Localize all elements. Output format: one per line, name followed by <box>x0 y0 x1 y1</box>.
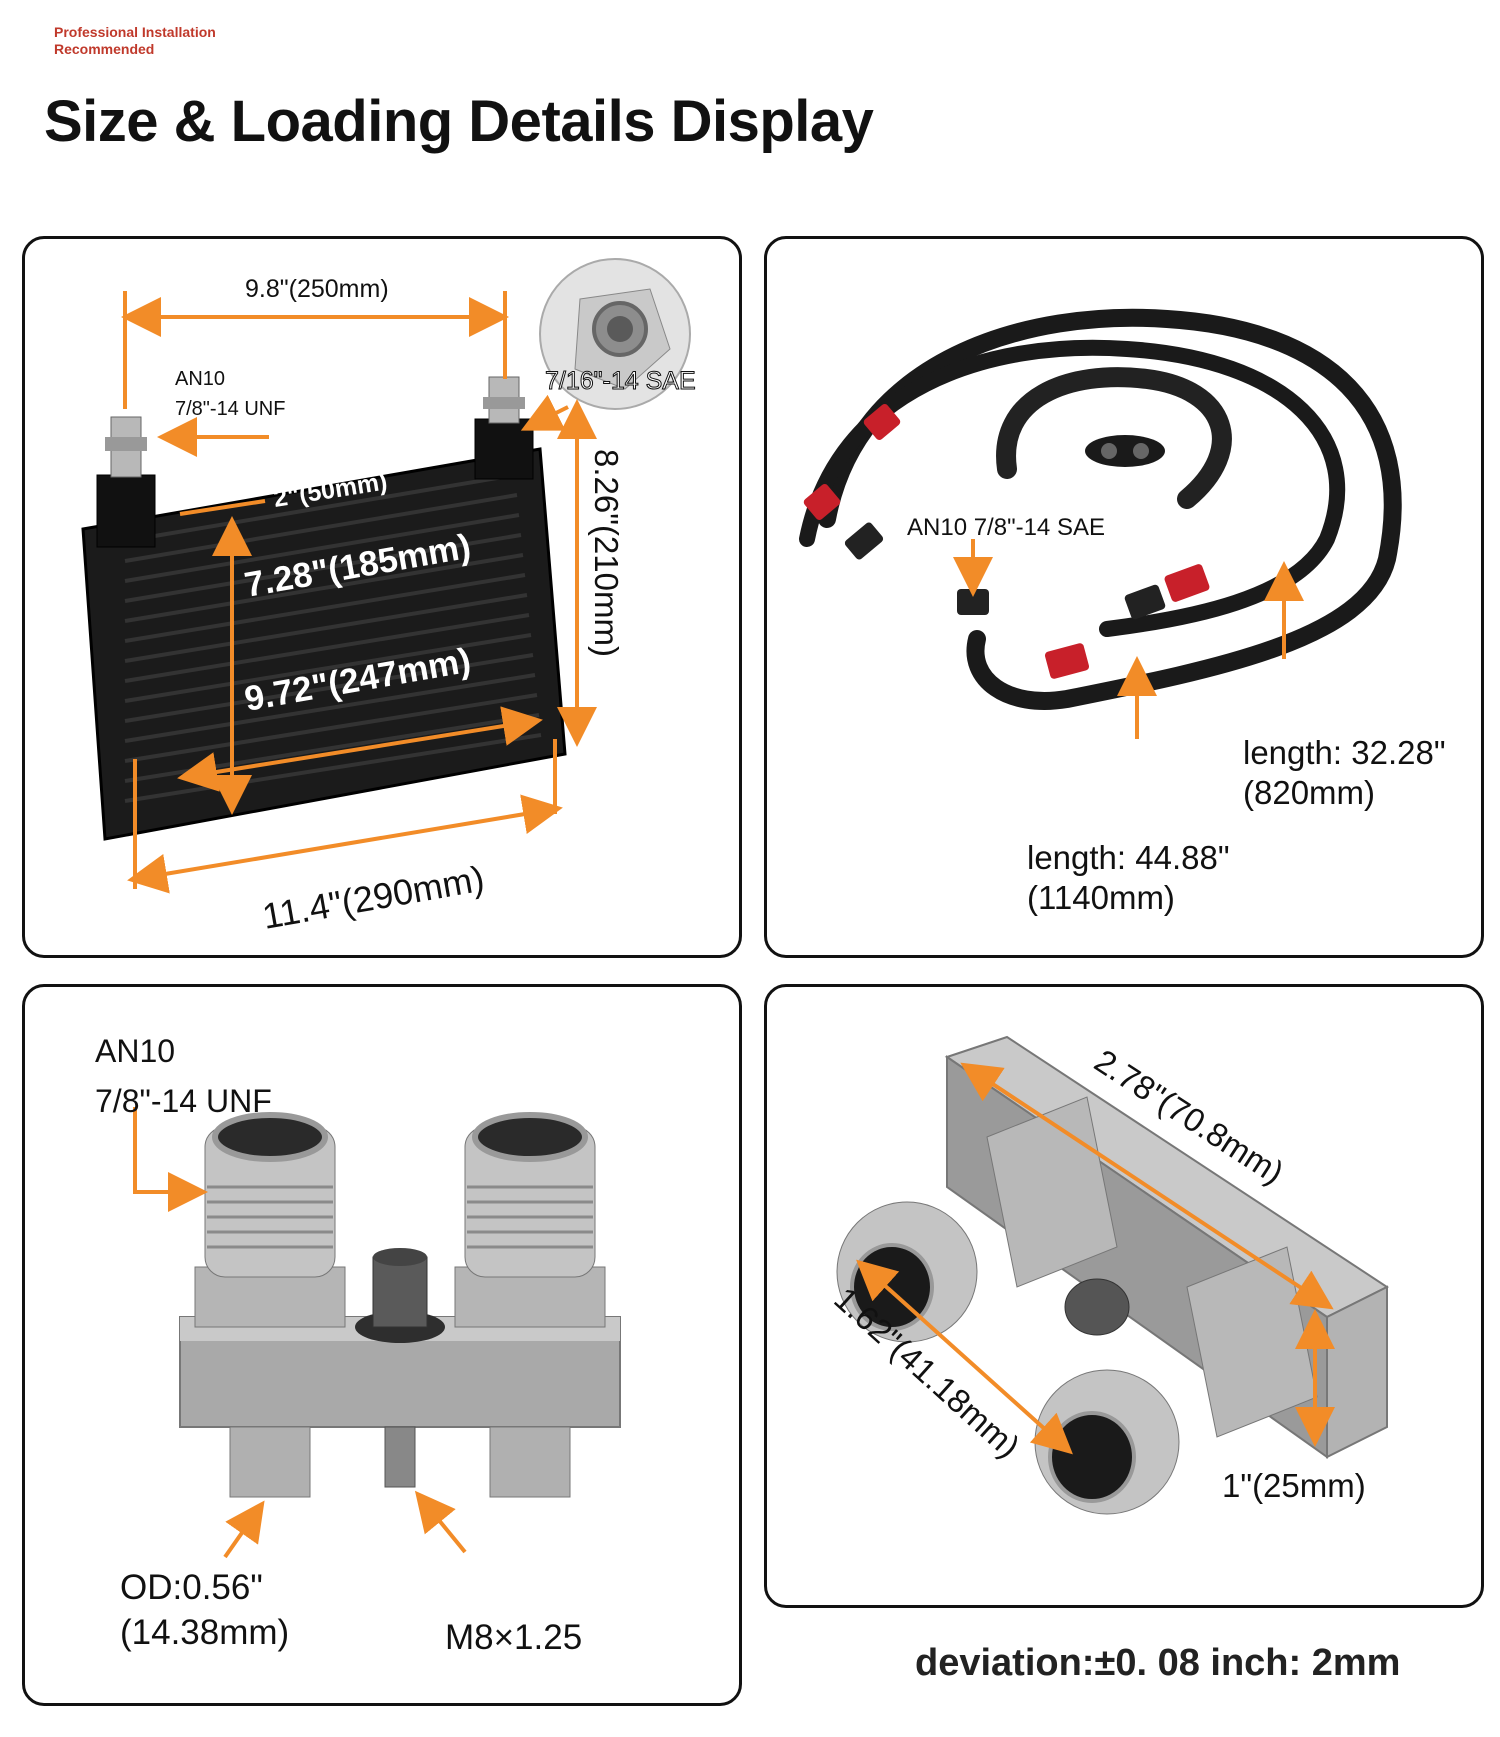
cooler-fitting-unf-label: 7/8"-14 UNF <box>175 398 285 420</box>
hose-separator-clamp <box>1085 435 1165 467</box>
cooler-fitting-an-label: AN10 <box>175 368 225 390</box>
hose-long-mm-label: (1140mm) <box>1027 879 1175 916</box>
oil-cooler-illustration: 9.8"(250mm) AN10 7/8"-14 UNF 7/16"-14 SA… <box>81 258 696 937</box>
hose-long-length-label: length: 44.88" <box>1027 839 1230 876</box>
hose-loop <box>996 367 1232 509</box>
an10-fitting-left <box>105 416 147 478</box>
panel-adapter-front: AN10 7/8"-14 UNF OD:0.56" (14.38mm) M8×1… <box>22 984 742 1706</box>
adapter-fitting-an-label: AN10 <box>95 1033 175 1069</box>
page-title: Size & Loading Details Display <box>44 89 874 154</box>
adapter-dimension-arrows <box>856 1062 1335 1455</box>
braided-hose-short <box>799 339 1346 637</box>
center-bolt-side <box>1064 1278 1130 1336</box>
adapter-height-label: 1"(25mm) <box>1222 1467 1366 1504</box>
cooler-total-width-label: 11.4"(290mm) <box>259 858 487 937</box>
panel-hoses: AN10 7/8"-14 SAE length: 44.88" (1140mm)… <box>764 236 1484 958</box>
cooler-total-height-label: 8.26"(210mm) <box>588 449 625 657</box>
panel-adapter-dimensions: 2.78"(70.8mm) 1.62"(41.18mm) 1"(25mm) <box>764 984 1484 1608</box>
hose-short-length-label: length: 32.28" <box>1243 734 1446 771</box>
an10-fitting-right <box>483 376 525 424</box>
adapter-od-inch-label: OD:0.56" <box>120 1568 263 1607</box>
panel-oil-cooler: 9.8"(250mm) AN10 7/8"-14 UNF 7/16"-14 SA… <box>22 236 742 958</box>
sae-callout-label: 7/16"-14 SAE <box>545 367 696 395</box>
installation-notice: Professional Installation Recommended <box>54 24 216 57</box>
deviation-note: deviation:±0. 08 inch: 2mm <box>915 1642 1401 1684</box>
hose-fitting-label: AN10 7/8"-14 SAE <box>907 514 1105 541</box>
adapter-bolt-label: M8×1.25 <box>445 1618 582 1657</box>
adapter-front-arrows <box>133 1107 467 1559</box>
hose-arrows <box>953 539 1304 739</box>
adapter-front-illustration: AN10 7/8"-14 UNF OD:0.56" (14.38mm) M8×1… <box>95 1033 621 1657</box>
braided-hose-long <box>818 308 1402 710</box>
an10-fitting-left <box>194 1112 346 1328</box>
center-bolt <box>355 1248 445 1488</box>
dimension-lines <box>121 291 597 894</box>
red-fitting-group <box>803 404 1210 679</box>
cooler-width-top-label: 9.8"(250mm) <box>245 275 389 303</box>
an10-fitting-right <box>454 1112 606 1328</box>
adapter-dimensions-illustration: 2.78"(70.8mm) 1.62"(41.18mm) 1"(25mm) <box>827 1035 1389 1515</box>
hose-short-mm-label: (820mm) <box>1243 774 1375 811</box>
hoses-illustration: AN10 7/8"-14 SAE length: 44.88" (1140mm)… <box>799 308 1446 916</box>
adapter-od-mm-label: (14.38mm) <box>120 1613 289 1652</box>
outlet-tubes <box>229 1426 571 1498</box>
sae-port-inset <box>539 258 691 410</box>
adapter-fitting-unf-label: 7/8"-14 UNF <box>95 1083 272 1119</box>
